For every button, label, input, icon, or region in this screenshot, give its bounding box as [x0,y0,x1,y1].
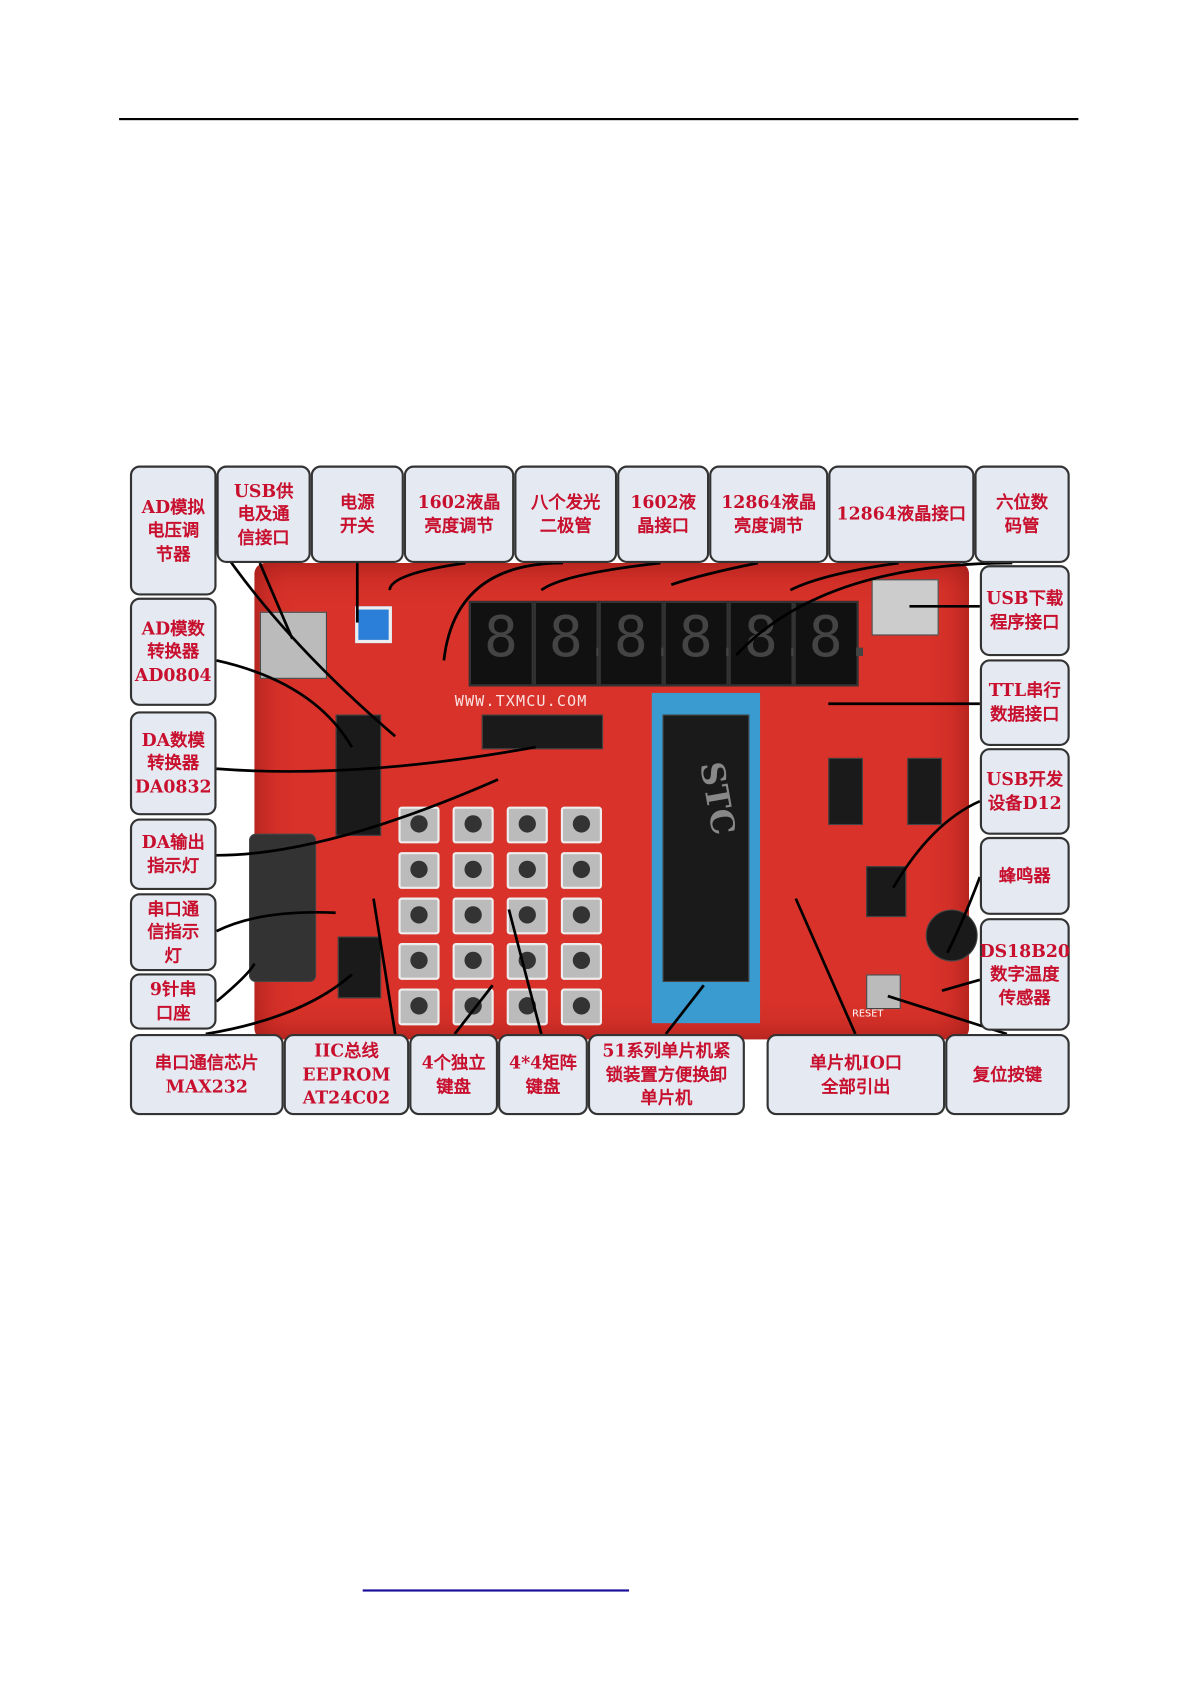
matrix-key [560,943,602,980]
callout-label-bottom: 51系列单片机紧 锁装置方便换卸 单片机 [587,1033,745,1116]
matrix-key [560,897,602,935]
callout-label-top: 1602液晶 亮度调节 [403,465,515,564]
chip [866,866,907,918]
callout-label-left: 9针串 口座 [129,973,217,1030]
board-watermark: WWW.TXMCU.COM [454,692,588,711]
mcu-chip [662,714,750,983]
digit-glyph: 8. [808,605,877,671]
matrix-key [398,897,440,935]
independent-key [560,988,602,1026]
matrix-key [452,897,494,935]
max232-chip [337,936,382,999]
digit-glyph: 8 [483,605,518,671]
callout-label-top: 八个发光 二极管 [514,465,618,564]
callout-label-top: 六位数 码管 [974,465,1070,564]
callout-label-top: 1602液 晶接口 [617,465,710,564]
independent-key [398,988,440,1026]
matrix-key [506,943,548,980]
da0832-chip [481,714,604,750]
matrix-key [398,852,440,889]
d12-chip [828,757,863,826]
callout-label-left: 串口通 信指示 灯 [129,893,217,972]
callout-label-top: 12864液晶 亮度调节 [709,465,829,564]
reset-silk: RESET [852,1009,884,1020]
callout-label-bottom: 复位按键 [945,1033,1070,1116]
power-switch [355,606,392,644]
callout-label-bottom: 4*4矩阵 键盘 [498,1033,588,1116]
callout-label-right: USB下载 程序接口 [979,565,1070,657]
callout-label-right: DS18B20 数字温度 传感器 [980,918,1070,1031]
db9-connector [249,833,317,983]
buzzer [925,909,978,962]
callout-label-left: AD模数 转换器 AD0804 [129,597,217,706]
matrix-key [398,943,440,980]
matrix-key [452,943,494,980]
reset-button [866,974,901,1010]
callout-arrows [205,540,1013,1036]
matrix-key [506,852,548,889]
matrix-key [506,806,548,844]
usb-power-port [259,611,327,679]
callout-label-bottom: 串口通信芯片 MAX232 [129,1033,284,1116]
hyperlink-underline[interactable] [362,1589,630,1592]
matrix-key [452,852,494,889]
callout-label-bottom: IIC总线 EEPROM AT24C02 [283,1033,410,1116]
callout-label-top: 电源 开关 [310,465,404,564]
callout-label-left: DA数模 转换器 DA0832 [129,711,217,816]
callout-label-right: USB开发 设备D12 [979,748,1070,835]
matrix-key [560,852,602,889]
matrix-key [452,806,494,844]
chip [907,757,942,826]
callout-label-top: USB供 电及通 信接口 [216,465,311,564]
matrix-key [398,806,440,844]
callout-label-right: TTL串行 数据接口 [979,659,1070,746]
callout-label-top: 12864液晶接口 [828,465,975,564]
callout-label-left: DA输出 指示灯 [129,818,217,890]
seven-segment-digit: 8. [793,600,877,687]
callout-label-right: 蜂鸣器 [979,836,1070,915]
seven-segment-digit: 8 [468,600,534,687]
callout-label-bottom: 4个独立 键盘 [409,1033,499,1116]
callout-label-bottom: 单片机IO口 全部引出 [766,1033,946,1116]
header-rule [119,118,1079,121]
callout-label-top: AD模拟 电压调 节器 [129,465,217,596]
matrix-key [560,806,602,844]
